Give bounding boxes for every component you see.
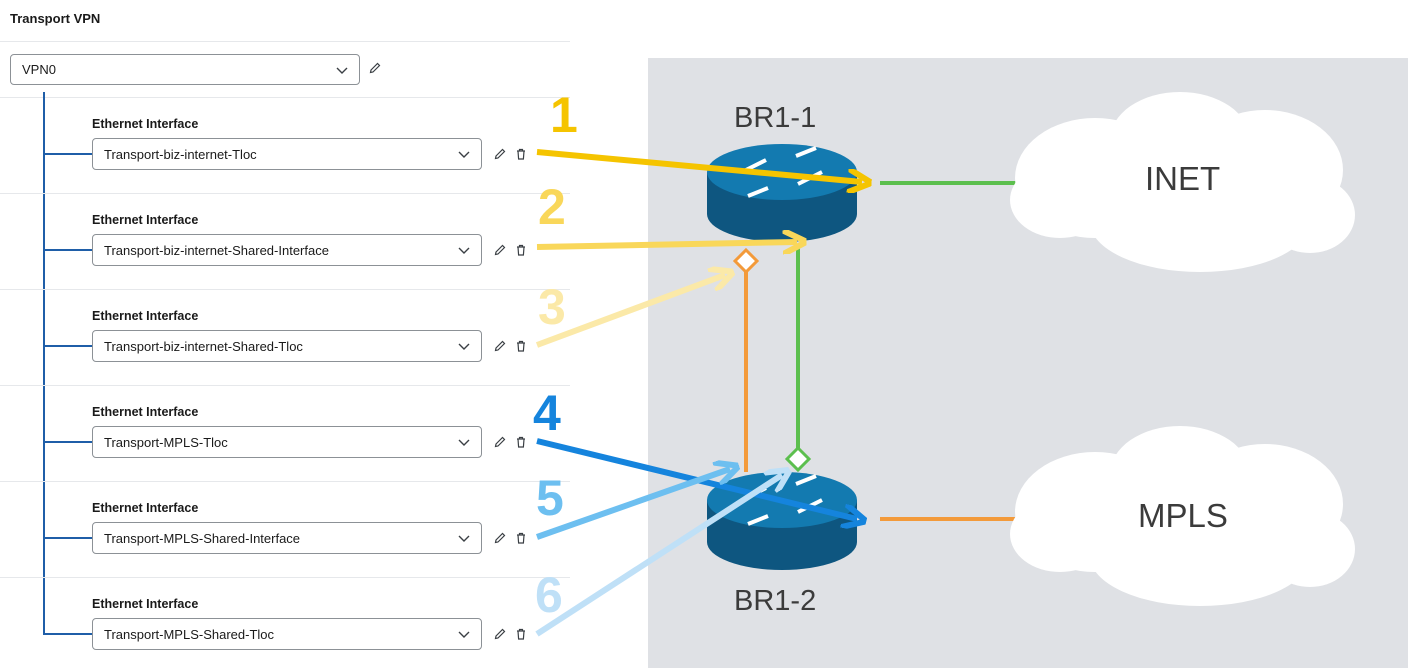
green-diamond <box>784 445 812 473</box>
divider <box>0 481 570 482</box>
interface-select-value: Transport-biz-internet-Shared-Tloc <box>104 338 303 354</box>
trash-icon[interactable] <box>513 530 529 546</box>
router-icon <box>707 144 857 242</box>
step-number-3: 3 <box>538 279 566 335</box>
chevron-down-icon <box>458 535 470 542</box>
interface-select-value: Transport-MPLS-Tloc <box>104 434 228 450</box>
tree-branch <box>43 249 93 251</box>
vpn-select-value: VPN0 <box>22 62 56 77</box>
divider <box>0 41 570 42</box>
arrow-6 <box>535 475 782 637</box>
arrow-2 <box>536 242 797 247</box>
tree-branch <box>43 345 93 347</box>
interface-select-6[interactable]: Transport-MPLS-Shared-Tloc <box>92 618 482 650</box>
interface-select-value: Transport-biz-internet-Shared-Interface <box>104 242 329 258</box>
edit-icon[interactable] <box>492 242 508 258</box>
interface-select-4[interactable]: Transport-MPLS-Tloc <box>92 426 482 458</box>
arrow-5 <box>536 469 730 540</box>
arrow-1 <box>536 149 862 182</box>
vpn-select[interactable]: VPN0 <box>10 54 360 85</box>
tree-branch <box>43 633 93 635</box>
vpn-edit-icon[interactable] <box>367 60 383 76</box>
chevron-down-icon <box>458 631 470 638</box>
tree-connector <box>43 92 45 634</box>
tree-branch <box>43 153 93 155</box>
step-number-6: 6 <box>535 567 563 623</box>
row-label: Ethernet Interface <box>92 309 199 323</box>
edit-icon[interactable] <box>492 434 508 450</box>
trash-icon[interactable] <box>513 338 529 354</box>
step-number-1: 1 <box>550 87 578 143</box>
step-number-5: 5 <box>536 470 564 526</box>
transport-vpn-panel: Transport VPN VPN0 Ethernet Interface Tr… <box>0 0 570 668</box>
divider <box>0 193 570 194</box>
interface-select-value: Transport-biz-internet-Tloc <box>104 146 257 162</box>
arrow-3 <box>535 275 725 348</box>
section-title: Transport VPN <box>10 11 101 26</box>
chevron-down-icon <box>458 343 470 350</box>
edit-icon[interactable] <box>492 146 508 162</box>
chevron-down-icon <box>458 247 470 254</box>
router-label-bottom: BR1-2 <box>734 585 817 617</box>
cloud-icon <box>1010 92 1355 272</box>
edit-icon[interactable] <box>492 338 508 354</box>
cloud-label-mpls: MPLS <box>1138 497 1228 534</box>
interface-select-2[interactable]: Transport-biz-internet-Shared-Interface <box>92 234 482 266</box>
trash-icon[interactable] <box>513 626 529 642</box>
step-number-4: 4 <box>533 385 561 441</box>
router-label-top: BR1-1 <box>734 102 817 134</box>
orange-diamond <box>732 247 760 275</box>
interface-select-value: Transport-MPLS-Shared-Interface <box>104 530 301 546</box>
interface-select-5[interactable]: Transport-MPLS-Shared-Interface <box>92 522 482 554</box>
divider <box>0 97 570 98</box>
row-label: Ethernet Interface <box>92 597 199 611</box>
chevron-down-icon <box>336 67 348 74</box>
row-label: Ethernet Interface <box>92 117 199 131</box>
interface-select-1[interactable]: Transport-biz-internet-Tloc <box>92 138 482 170</box>
cloud-label-inet: INET <box>1145 160 1221 197</box>
trash-icon[interactable] <box>513 434 529 450</box>
divider <box>0 577 570 578</box>
trash-icon[interactable] <box>513 146 529 162</box>
tree-branch <box>43 441 93 443</box>
trash-icon[interactable] <box>513 242 529 258</box>
chevron-down-icon <box>458 151 470 158</box>
edit-icon[interactable] <box>492 626 508 642</box>
divider <box>0 385 570 386</box>
interface-select-3[interactable]: Transport-biz-internet-Shared-Tloc <box>92 330 482 362</box>
row-label: Ethernet Interface <box>92 501 199 515</box>
cloud-icon <box>1010 426 1355 606</box>
interface-select-value: Transport-MPLS-Shared-Tloc <box>104 626 275 642</box>
divider <box>0 289 570 290</box>
chevron-down-icon <box>458 439 470 446</box>
row-label: Ethernet Interface <box>92 213 199 227</box>
tree-branch <box>43 537 93 539</box>
step-number-2: 2 <box>538 179 566 235</box>
row-label: Ethernet Interface <box>92 405 199 419</box>
edit-icon[interactable] <box>492 530 508 546</box>
